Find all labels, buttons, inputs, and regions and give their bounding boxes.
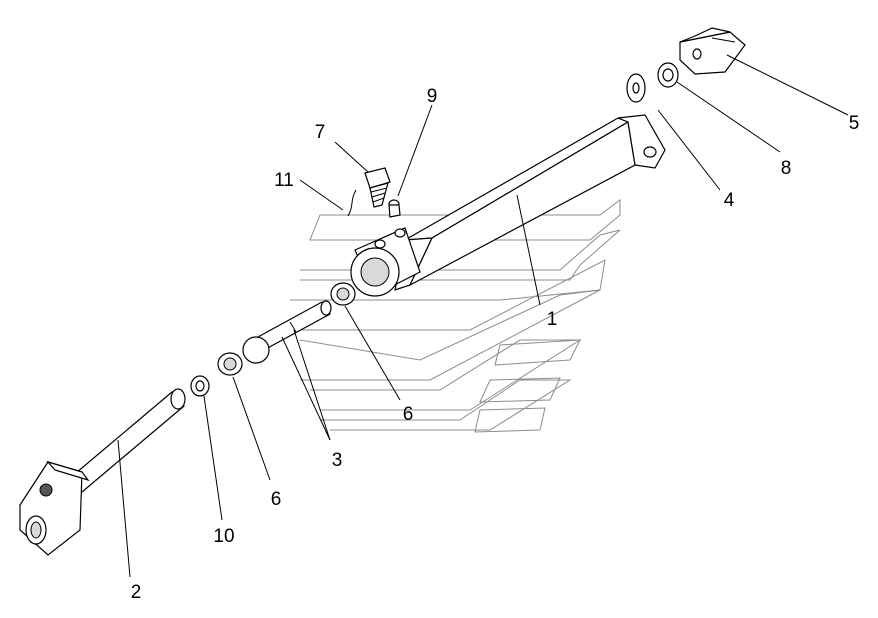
callout-6-lower: 6: [271, 489, 282, 510]
bolt-part: [364, 167, 391, 208]
spring-pin-part: [347, 189, 357, 217]
washer-lower-part: [190, 375, 210, 397]
shaft-pin-part: [242, 300, 332, 364]
leader-lines: [117, 54, 849, 578]
callout-5: 5: [849, 113, 860, 134]
callout-10: 10: [213, 526, 234, 547]
washer-upper-part: [626, 73, 646, 103]
nut-part: [657, 62, 679, 88]
grease-fitting-part: [388, 199, 401, 218]
callout-9: 9: [427, 86, 438, 107]
bushing-lower-part: [217, 352, 243, 376]
bushing-upper-part: [330, 282, 356, 306]
callout-11: 11: [274, 170, 294, 191]
callout-7: 7: [315, 122, 326, 143]
callout-1: 1: [547, 309, 558, 330]
lever-arm-part: [350, 114, 666, 297]
clevis-part: [679, 27, 746, 75]
callout-4: 4: [724, 190, 735, 211]
callout-3: 3: [332, 450, 343, 471]
bracket-shaft-part: [19, 388, 186, 556]
watermark-logo: [290, 199, 621, 433]
callout-8: 8: [781, 158, 792, 179]
callout-6-upper: 6: [403, 404, 414, 425]
callout-2: 2: [131, 582, 142, 603]
